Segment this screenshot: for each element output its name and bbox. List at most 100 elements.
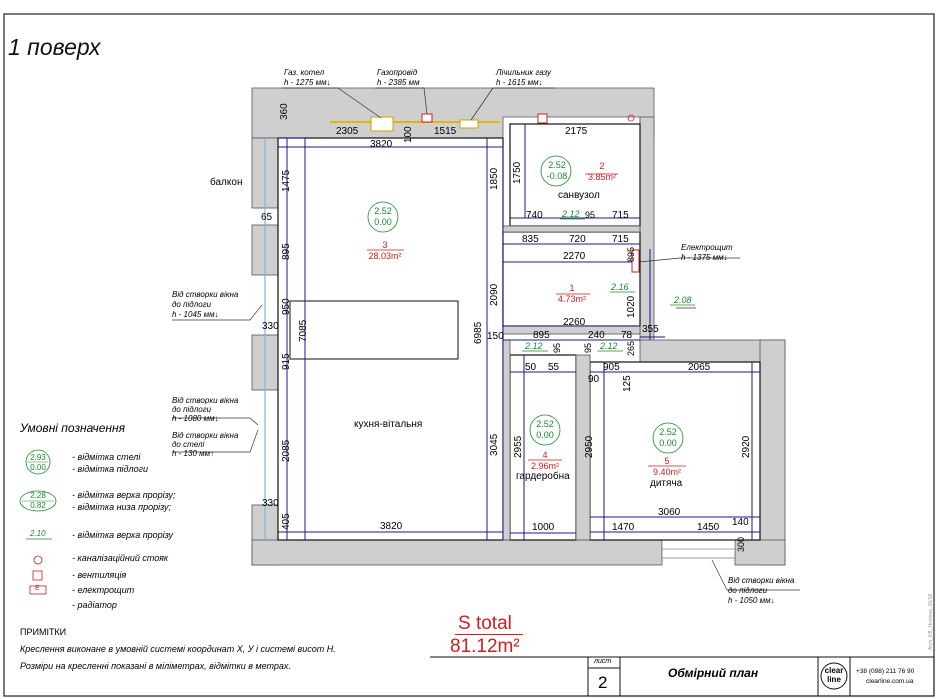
dim-text: 3060 <box>658 507 681 518</box>
dim-text: 1475 <box>281 169 292 192</box>
callout-height: h - 1080 мм↓ <box>172 414 219 423</box>
dim-text: 7085 <box>298 319 309 342</box>
room-number: 4 <box>542 450 548 460</box>
callout-sub: до стелі <box>172 440 205 449</box>
room-number: 5 <box>664 456 670 466</box>
dim-text: 3045 <box>489 433 500 456</box>
total-label: S total <box>458 613 512 634</box>
callout-gas-pipe: Газопровід h - 2385 мм <box>377 68 420 88</box>
dim-text: 300 <box>736 536 746 552</box>
legend-text: - відмітка верха прорізу; <box>72 490 176 500</box>
floor-mark: 0.00 <box>659 438 677 448</box>
legend-title: Умовні позначення <box>20 421 125 435</box>
callout-gas-meter: Лічильник газу h - 1615 мм↓ <box>496 68 551 88</box>
dim-text: 360 <box>279 103 290 120</box>
callout-leaders <box>172 87 800 591</box>
callout-label: Газопровід <box>377 68 418 77</box>
dim-text: 905 <box>603 362 620 373</box>
gas-meter-symbol <box>459 119 479 129</box>
legend-text: - відмітка підлоги <box>72 464 149 474</box>
legend-item-5: - вентиляція <box>72 570 127 580</box>
floor-mark: 0.00 <box>374 217 392 227</box>
page-title: 1 поверх <box>8 34 101 60</box>
balcony-label: балкон <box>210 177 243 188</box>
dim-text: 2305 <box>336 126 359 137</box>
legend-bottom-value: 0.00 <box>30 463 46 472</box>
dim-text: 2955 <box>513 435 524 458</box>
legend-bottom-value: 0.82 <box>30 501 46 510</box>
callout-height: h - 1615 мм↓ <box>496 78 543 87</box>
callout-window-3: Від створки вікна до стелі h - 130 мм↑ <box>172 431 238 458</box>
floor-mark: -0.08 <box>546 171 568 181</box>
legend-item-4: - каналізаційний стояк <box>72 553 169 563</box>
total-divider <box>455 634 523 635</box>
callout-label: Газ. котел <box>284 68 325 77</box>
dim-text: 240 <box>588 330 605 341</box>
dim-text: 915 <box>281 353 292 370</box>
legend-top-value: 2.93 <box>30 453 46 462</box>
legend-item-3: - відмітка верха прорізу <box>72 530 174 540</box>
callout-height: h - 1050 мм↓ <box>728 596 775 605</box>
dim-text: 1000 <box>532 522 555 533</box>
dim-text: 715 <box>612 234 629 245</box>
dim-text: 1020 <box>626 295 637 318</box>
dim-text: 65 <box>261 212 273 223</box>
room3-name: кухня-вітальня <box>354 419 423 430</box>
dim-text: 720 <box>569 234 586 245</box>
legend-text: - відмітка низа прорізу; <box>72 502 171 512</box>
legend-item-6: - електрощит <box>72 585 135 595</box>
logo-text: clear line <box>823 666 845 684</box>
legend-text: - відмітка стелі <box>72 452 141 462</box>
opening-mark: 2.08 <box>674 295 692 305</box>
opening-mark: 2.16 <box>611 282 629 292</box>
room-area: 4.73m² <box>557 294 586 304</box>
dim-text: 6985 <box>473 321 484 344</box>
notes-title: ПРИМІТКИ <box>20 627 67 637</box>
room-number: 2 <box>599 161 605 171</box>
legend-symbol-6: E <box>35 585 40 592</box>
riser-symbol <box>627 114 635 122</box>
dim-text: 835 <box>522 234 539 245</box>
dim-text: 265 <box>626 340 636 356</box>
room3-marks: 2.52 0.00 <box>373 206 393 228</box>
dim-text: 405 <box>281 513 292 530</box>
sheet-number: 2 <box>598 673 608 692</box>
logo-word: clear <box>824 666 844 675</box>
kitchen-island <box>289 300 459 360</box>
boiler-symbol <box>370 116 394 132</box>
room-area: 28.03m² <box>368 251 402 261</box>
dim-text: 950 <box>281 298 292 315</box>
callout-label: Від створки вікна <box>172 290 239 299</box>
opening-mark: 2.12 <box>600 341 618 351</box>
dim-text: 125 <box>622 375 633 392</box>
dim-text: 330 <box>262 321 279 332</box>
callout-height: h - 130 мм↑ <box>172 449 215 458</box>
room5-name: дитяча <box>650 478 683 489</box>
callout-height: h - 1375 мм↓ <box>681 253 728 262</box>
dim-text: 355 <box>642 324 659 335</box>
callout-window-4: Від створки вікна до підлоги h - 1050 мм… <box>728 576 794 606</box>
notes-line-2: Розміри на кресленні показані в міліметр… <box>20 661 291 671</box>
dim-text: 55 <box>548 362 560 373</box>
dim-text: 2175 <box>565 126 588 137</box>
dim-text: 95 <box>585 210 596 220</box>
callout-label: Електрощит <box>681 243 733 252</box>
contact-phone: +38 (098) 211 76 90 <box>856 668 915 675</box>
legend-item-2: - відмітка верха прорізу; - відмітка низ… <box>72 489 176 513</box>
callout-label: Лічильник газу <box>496 68 552 77</box>
dim-text: 2270 <box>563 251 586 262</box>
dim-text: 1750 <box>512 161 523 184</box>
dim-text: 1470 <box>612 522 635 533</box>
callout-window-1: Від створки вікна до підлоги h - 1045 мм… <box>172 290 238 320</box>
electric-panel-symbol <box>631 249 640 273</box>
sheet-label: лист <box>594 658 612 665</box>
total-value: 81.12m² <box>450 636 520 657</box>
room-area: 9.40m² <box>652 467 681 477</box>
legend-top-value: 2.28 <box>30 491 46 500</box>
callout-label: Від створки вікна <box>728 576 795 585</box>
callout-sub: до підлоги <box>728 586 768 595</box>
legend-item-7: - радіатор <box>72 600 117 610</box>
room-area: 3.85m² <box>587 172 616 182</box>
room-bathroom <box>509 123 641 227</box>
